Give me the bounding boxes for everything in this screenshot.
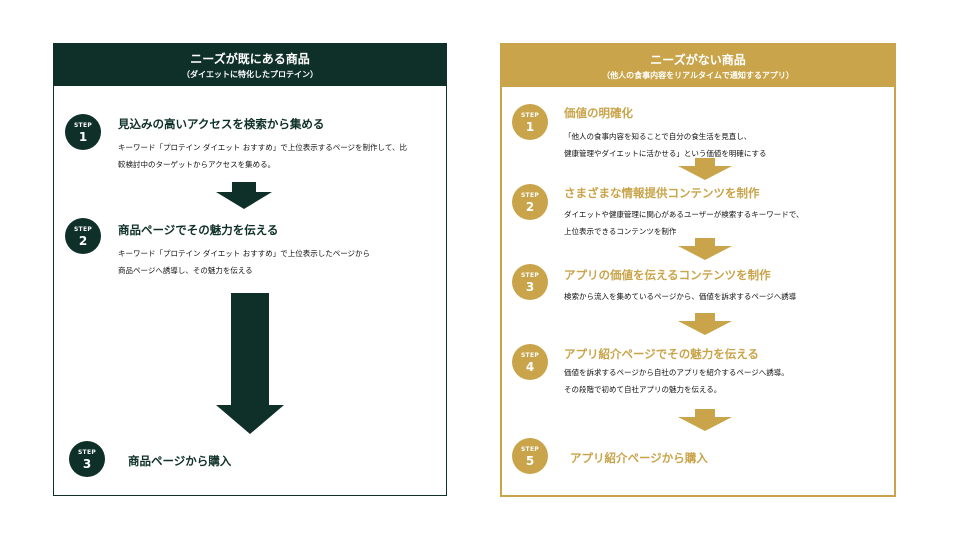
down-arrow-icon — [678, 313, 732, 335]
step-description: キーワード「プロテイン ダイエット おすすめ」で上位表示するページを制作して、比… — [118, 139, 407, 173]
step-badge: STEP 5 — [512, 438, 548, 474]
description-line: 健康管理やダイエットに活かせる」という価値を明確にする — [564, 149, 767, 158]
step-description: ダイエットや健康管理に関心があるユーザーが検索するキーワードで、 上位表示できる… — [564, 206, 803, 240]
step-badge: STEP 4 — [512, 344, 548, 380]
panel-no-needs: ニーズがない商品 （他人の食事内容をリアルタイムで通知するアプリ） — [500, 43, 896, 497]
step-number: 2 — [525, 200, 535, 214]
step-label: STEP — [520, 192, 540, 199]
down-arrow-icon — [678, 238, 732, 260]
description-line: 「他人の食事内容を知ることで自分の食生活を見直し、 — [564, 132, 752, 141]
step-badge: STEP 3 — [512, 264, 548, 300]
panel-subtitle: （他人の食事内容をリアルタイムで通知するアプリ） — [602, 71, 794, 80]
description-line: 上位表示できるコンテンツを制作 — [564, 227, 677, 236]
description-line: その段階で初めて自社アプリの魅力を伝える。 — [564, 385, 722, 394]
panel-existing-needs: ニーズが既にある商品 （ダイエットに特化したプロテイン） — [53, 43, 447, 496]
step-title: 見込みの高いアクセスを検索から集める — [118, 117, 325, 131]
step-description: 価値を訴求するページから自社のアプリを紹介するページへ誘導。 その段階で初めて自… — [564, 364, 789, 398]
step-title: アプリの価値を伝えるコンテンツを制作 — [564, 268, 771, 282]
step-number: 2 — [78, 234, 88, 248]
step-label: STEP — [520, 272, 540, 279]
description-line: 価値を訴求するページから自社のアプリを紹介するページへ誘導。 — [564, 368, 789, 377]
description-line: キーワード「プロテイン ダイエット おすすめ」で上位表示するページを制作して、比 — [118, 143, 407, 152]
description-line: 商品ページへ誘導し、その魅力を伝える — [118, 266, 253, 275]
step-number: 1 — [78, 130, 88, 144]
down-arrow-icon — [216, 293, 284, 434]
step-badge: STEP 1 — [65, 114, 101, 150]
description-line: 較検討中のターゲットからアクセスを集める。 — [118, 160, 276, 169]
step-number: 4 — [525, 360, 535, 374]
step-number: 1 — [525, 120, 535, 134]
panel-title: ニーズがない商品 — [650, 53, 746, 67]
step-number: 3 — [525, 280, 535, 294]
down-arrow-icon — [678, 409, 732, 431]
step-badge: STEP 2 — [512, 184, 548, 220]
step-number: 3 — [82, 457, 92, 471]
step-badge: STEP 3 — [69, 441, 105, 477]
step-badge: STEP 2 — [65, 218, 101, 254]
step-title: 商品ページでその魅力を伝える — [118, 223, 279, 237]
panel-title: ニーズが既にある商品 — [190, 52, 310, 66]
panel-header: ニーズが既にある商品 （ダイエットに特化したプロテイン） — [54, 44, 446, 86]
description-line: 検索から流入を集めているページから、価値を訴求するページへ誘導 — [564, 292, 797, 301]
step-number: 5 — [525, 454, 535, 468]
step-description: キーワード「プロテイン ダイエット おすすめ」で上位表示したページから 商品ペー… — [118, 245, 370, 279]
description-line: ダイエットや健康管理に関心があるユーザーが検索するキーワードで、 — [564, 210, 804, 219]
step-description: 検索から流入を集めているページから、価値を訴求するページへ誘導 — [564, 288, 796, 305]
step-title: アプリ紹介ページでその魅力を伝える — [564, 347, 759, 361]
panel-subtitle: （ダイエットに特化したプロテイン） — [182, 70, 318, 79]
step-label: STEP — [520, 112, 540, 119]
step-title: さまざまな情報提供コンテンツを制作 — [564, 186, 760, 200]
description-line: キーワード「プロテイン ダイエット おすすめ」で上位表示したページから — [118, 249, 371, 258]
step-badge: STEP 1 — [512, 104, 548, 140]
step-title: アプリ紹介ページから購入 — [570, 451, 708, 465]
down-arrow-icon — [216, 182, 272, 209]
step-label: STEP — [520, 446, 540, 453]
step-title: 価値の明確化 — [564, 106, 633, 120]
step-title: 商品ページから購入 — [128, 454, 232, 468]
step-label: STEP — [73, 122, 93, 129]
down-arrow-icon — [678, 158, 732, 180]
panel-header: ニーズがない商品 （他人の食事内容をリアルタイムで通知するアプリ） — [502, 45, 894, 87]
step-label: STEP — [77, 449, 97, 456]
step-label: STEP — [520, 352, 540, 359]
step-label: STEP — [73, 226, 93, 233]
step-description: 「他人の食事内容を知ることで自分の食生活を見直し、 健康管理やダイエットに活かせ… — [564, 128, 767, 162]
